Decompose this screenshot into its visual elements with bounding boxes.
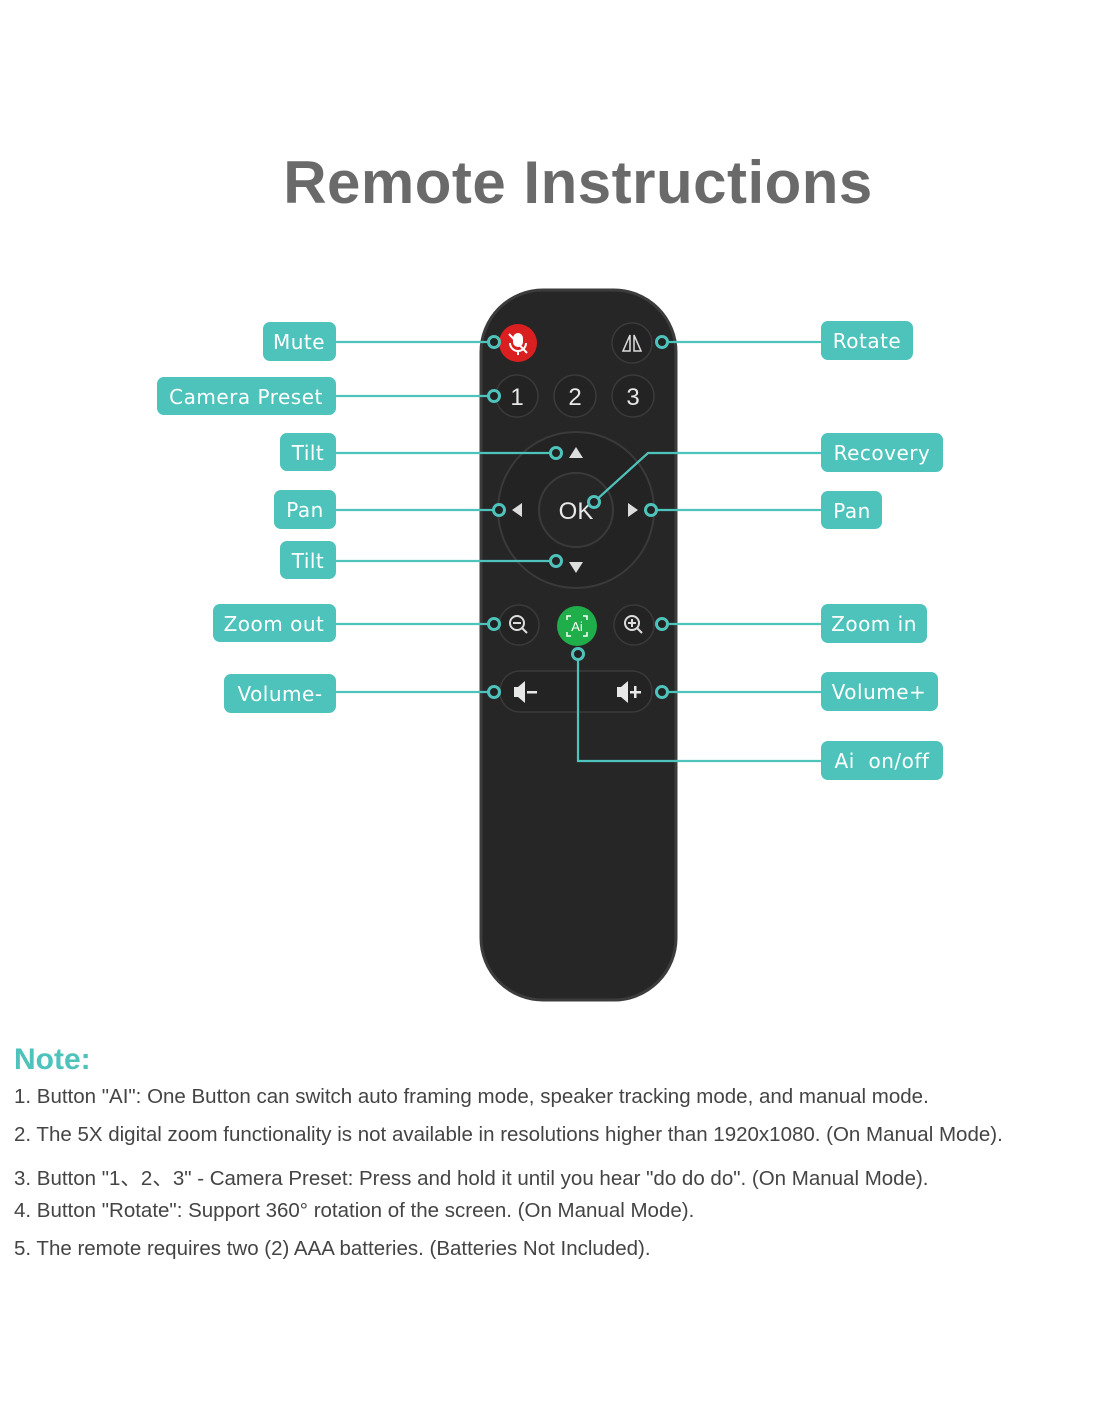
note-item: 1. Button "AI": One Button can switch au… xyxy=(14,1085,929,1108)
svg-text:Camera Preset: Camera Preset xyxy=(169,385,323,409)
zoom-out-icon xyxy=(509,615,528,634)
arrow-left-icon[interactable] xyxy=(512,503,522,517)
label-ai-toggle: Ai on/off xyxy=(821,741,943,780)
preset-2-button[interactable]: 2 xyxy=(553,374,597,418)
svg-text:Volume-: Volume- xyxy=(237,682,322,706)
svg-text:Volume+: Volume+ xyxy=(832,680,927,704)
svg-text:Mute: Mute xyxy=(273,330,325,354)
svg-text:Rotate: Rotate xyxy=(833,329,901,353)
label-tilt-up: Tilt xyxy=(280,433,336,471)
svg-text:Ai on/off: Ai on/off xyxy=(835,749,930,773)
preset-3-label: 3 xyxy=(626,384,639,411)
connector-dots xyxy=(487,335,669,699)
ok-button[interactable]: OK xyxy=(538,472,614,548)
svg-text:Zoom out: Zoom out xyxy=(224,612,325,636)
label-mute: Mute xyxy=(263,322,336,361)
ai-label: Ai xyxy=(571,619,583,634)
zoom-in-button[interactable] xyxy=(613,604,655,646)
note-item: 4. Button "Rotate": Support 360° rotatio… xyxy=(14,1199,695,1222)
label-zoom-in: Zoom in xyxy=(821,604,927,643)
rotate-mirror-icon xyxy=(621,334,643,352)
connector-lines xyxy=(336,340,821,763)
label-camera-preset: Camera Preset xyxy=(157,377,336,415)
svg-text:Zoom in: Zoom in xyxy=(831,612,917,636)
mic-muted-icon xyxy=(508,333,528,355)
label-tilt-down: Tilt xyxy=(280,541,336,579)
svg-text:Recovery: Recovery xyxy=(834,441,931,465)
svg-text:Tilt: Tilt xyxy=(291,441,325,465)
label-pan-right: Pan xyxy=(821,491,882,529)
rotate-button[interactable] xyxy=(611,322,653,364)
volume-down-icon[interactable] xyxy=(514,681,537,703)
mute-button[interactable] xyxy=(499,324,537,362)
label-rotate: Rotate xyxy=(821,321,913,360)
preset-1-button[interactable]: 1 xyxy=(495,374,539,418)
ai-frame-icon xyxy=(566,615,588,637)
remote-diagram: 1 2 3 OK Ai Mute Camera Preset Til xyxy=(157,288,943,1002)
svg-text:Pan: Pan xyxy=(286,498,324,522)
arrow-up-icon[interactable] xyxy=(569,447,583,458)
page-title: Remote Instructions xyxy=(283,149,873,216)
preset-1-label: 1 xyxy=(510,384,523,411)
note-item: 3. Button "1、2、3" - Camera Preset: Press… xyxy=(14,1167,929,1190)
note-item: 2. The 5X digital zoom functionality is … xyxy=(14,1123,1003,1146)
arrow-right-icon[interactable] xyxy=(628,503,638,517)
svg-text:Tilt: Tilt xyxy=(291,549,325,573)
label-volume-up: Volume+ xyxy=(821,672,938,711)
label-pan-left: Pan xyxy=(274,490,336,529)
label-zoom-out: Zoom out xyxy=(213,604,336,642)
zoom-in-icon xyxy=(624,615,643,634)
volume-up-icon[interactable] xyxy=(617,681,641,703)
svg-text:Pan: Pan xyxy=(833,499,871,523)
preset-3-button[interactable]: 3 xyxy=(611,374,655,418)
note-heading: Note: xyxy=(14,1043,91,1076)
arrow-down-icon[interactable] xyxy=(569,562,583,573)
label-volume-down: Volume- xyxy=(224,674,336,713)
ai-button[interactable]: Ai xyxy=(557,606,597,646)
zoom-out-button[interactable] xyxy=(498,604,540,646)
label-recovery: Recovery xyxy=(821,433,943,472)
note-item: 5. The remote requires two (2) AAA batte… xyxy=(14,1237,651,1260)
preset-2-label: 2 xyxy=(568,384,581,411)
